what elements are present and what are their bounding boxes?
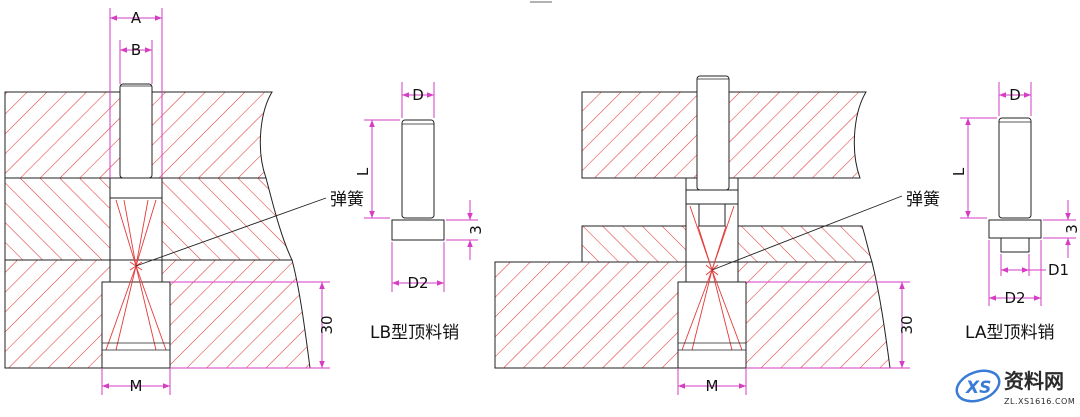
lb-pin-head bbox=[391, 219, 445, 241]
left-assembly: A B M 30 弹簧 bbox=[4, 8, 364, 395]
la-dim-l-label: L bbox=[950, 167, 968, 176]
lb-dim-l-label: L bbox=[354, 167, 372, 176]
lb-dim-3 bbox=[446, 200, 478, 260]
lb-dim-d2-label: D2 bbox=[407, 274, 428, 292]
la-dim-3-label: 3 bbox=[1063, 224, 1080, 234]
lb-dim-d2 bbox=[391, 242, 445, 292]
right-counterbore bbox=[677, 281, 747, 369]
right-dim-m-label: M bbox=[706, 377, 719, 395]
lb-pin-detail: D L 3 D2 LB型顶料销 bbox=[354, 82, 485, 343]
left-spring-label: 弹簧 bbox=[330, 190, 364, 210]
right-pin-head bbox=[685, 189, 739, 205]
right-spring-label: 弹簧 bbox=[906, 190, 940, 210]
left-dim-30-label: 30 bbox=[318, 315, 336, 334]
la-dim-l bbox=[960, 117, 997, 219]
la-dim-d-label: D bbox=[1009, 86, 1021, 104]
right-bore-bottom bbox=[685, 261, 739, 283]
left-dim-a bbox=[109, 8, 163, 178]
la-caption: LA型顶料销 bbox=[965, 323, 1055, 343]
lb-dim-3-label: 3 bbox=[467, 225, 485, 235]
right-spring bbox=[681, 205, 743, 351]
right-dim-m bbox=[677, 368, 747, 395]
left-bore-bottom bbox=[109, 259, 163, 283]
left-dim-m bbox=[101, 368, 171, 395]
lb-dim-d-label: D bbox=[412, 86, 424, 104]
la-dim-d bbox=[998, 82, 1032, 116]
watermark-xs-icon: XS bbox=[965, 378, 991, 398]
left-dim-b-label: B bbox=[131, 41, 141, 59]
left-counterbore bbox=[101, 281, 171, 369]
watermark-url: ZL.XS1616.COM bbox=[1004, 397, 1075, 406]
lb-pin-shaft bbox=[401, 119, 435, 219]
right-assembly: M 30 弹簧 bbox=[494, 75, 940, 395]
la-dim-d1 bbox=[1000, 254, 1046, 276]
left-dim-30 bbox=[170, 281, 330, 369]
right-pin-shaft bbox=[696, 75, 730, 191]
left-dim-b bbox=[119, 40, 153, 84]
right-dim-30-label: 30 bbox=[898, 315, 916, 334]
left-dim-m-label: M bbox=[130, 377, 143, 395]
la-dim-d2 bbox=[988, 240, 1042, 306]
right-dim-30 bbox=[746, 281, 910, 369]
right-spring-leader bbox=[711, 195, 903, 271]
la-dim-d1-label: D1 bbox=[1048, 261, 1069, 279]
la-dim-d2-label: D2 bbox=[1004, 289, 1025, 307]
right-pin-tail bbox=[698, 203, 726, 227]
la-pin-tail bbox=[1000, 237, 1030, 253]
watermark-logo: XS 资料网 ZL.XS1616.COM bbox=[955, 369, 1075, 406]
left-pin-shaft bbox=[119, 83, 153, 179]
la-pin-head bbox=[988, 219, 1042, 239]
lb-dim-d bbox=[401, 82, 435, 118]
lb-caption: LB型顶料销 bbox=[370, 323, 459, 343]
la-pin-shaft bbox=[998, 117, 1032, 219]
la-pin-detail: D L 3 D1 D2 LA型顶料销 bbox=[950, 82, 1080, 343]
left-dim-a-label: A bbox=[131, 9, 142, 27]
watermark-brand: 资料网 bbox=[1004, 369, 1064, 393]
lb-dim-l bbox=[364, 119, 400, 219]
left-spring-leader bbox=[135, 197, 327, 267]
la-dim-3 bbox=[1043, 200, 1076, 258]
left-pin-head bbox=[109, 177, 163, 199]
